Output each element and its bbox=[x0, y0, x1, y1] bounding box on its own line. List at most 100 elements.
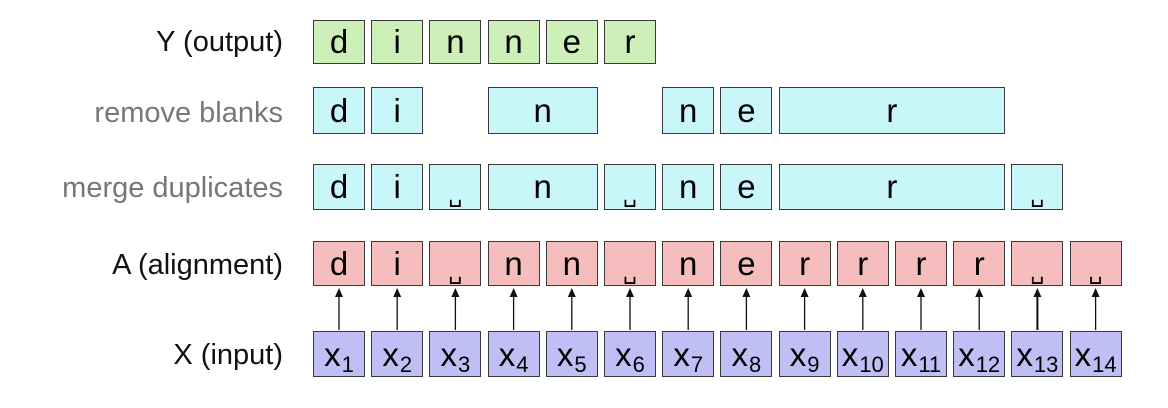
alignment-box: n bbox=[545, 241, 598, 286]
alignment-box: r bbox=[836, 241, 889, 286]
remove-blanks-box: d bbox=[313, 87, 365, 134]
box-letter: n bbox=[679, 168, 698, 205]
input-box: x9 bbox=[778, 331, 831, 377]
alignment-arrow-head bbox=[393, 288, 402, 297]
merge-duplicates-box: ␣ bbox=[429, 164, 482, 210]
input-box: x10 bbox=[836, 331, 889, 377]
merge-duplicates-box: ␣ bbox=[604, 164, 656, 210]
alignment-box: ␣ bbox=[1069, 241, 1122, 286]
alignment-box: d bbox=[313, 241, 365, 286]
remove-blanks-box: n bbox=[662, 87, 715, 134]
input-subscript: 13 bbox=[1033, 351, 1059, 377]
merge-duplicates-box: n bbox=[487, 164, 598, 210]
remove-blanks-box: n bbox=[487, 87, 598, 134]
input-box: x13 bbox=[1011, 331, 1064, 377]
merge-duplicates-box: e bbox=[720, 164, 773, 210]
input-symbol: x14 bbox=[1074, 335, 1117, 377]
box-letter: n bbox=[679, 91, 698, 129]
box-letter: r bbox=[857, 244, 869, 282]
input-symbol: x12 bbox=[958, 335, 1001, 377]
box-letter: r bbox=[915, 244, 927, 282]
input-symbol: x2 bbox=[382, 335, 413, 377]
box-letter: e bbox=[737, 91, 756, 129]
blank-symbol: ␣ bbox=[448, 258, 463, 284]
remove-blanks-row-label: remove blanks bbox=[94, 97, 283, 129]
alignment-box: n bbox=[662, 241, 715, 286]
output-box: e bbox=[545, 20, 598, 64]
input-row-label: X (input) bbox=[173, 339, 283, 371]
input-symbol: x4 bbox=[498, 335, 529, 377]
input-symbol: x9 bbox=[789, 335, 820, 377]
alignment-box: r bbox=[953, 241, 1006, 286]
box-letter: i bbox=[393, 244, 401, 282]
merge-duplicates-row-label: merge duplicates bbox=[62, 172, 283, 204]
box-letter: r bbox=[886, 168, 898, 205]
input-subscript: 8 bbox=[749, 351, 762, 377]
output-box: d bbox=[313, 20, 365, 64]
input-box: x2 bbox=[371, 331, 424, 377]
alignment-box: i bbox=[371, 241, 424, 286]
input-symbol: x10 bbox=[841, 335, 884, 377]
input-symbol: x5 bbox=[556, 335, 587, 377]
box-letter: i bbox=[393, 91, 401, 129]
input-subscript: 5 bbox=[574, 351, 587, 377]
output-row-label: Y (output) bbox=[156, 26, 283, 58]
input-box: x11 bbox=[895, 331, 947, 377]
box-letter: r bbox=[624, 23, 636, 60]
box-letter: r bbox=[799, 244, 811, 282]
alignment-arrow-head bbox=[1091, 288, 1100, 297]
input-symbol: x11 bbox=[900, 335, 942, 377]
merge-duplicates-box: r bbox=[778, 164, 1006, 210]
input-subscript: 6 bbox=[632, 351, 645, 377]
input-box: x5 bbox=[545, 331, 598, 377]
input-symbol: x1 bbox=[324, 335, 354, 377]
alignment-box: ␣ bbox=[429, 241, 482, 286]
alignment-box: r bbox=[895, 241, 947, 286]
alignment-box: ␣ bbox=[1011, 241, 1064, 286]
box-letter: r bbox=[886, 91, 898, 129]
merge-duplicates-box: i bbox=[371, 164, 424, 210]
input-subscript: 7 bbox=[690, 351, 704, 377]
alignment-box: e bbox=[720, 241, 773, 286]
box-letter: i bbox=[393, 168, 401, 205]
box-letter: r bbox=[973, 244, 985, 282]
alignment-arrow-head bbox=[858, 288, 867, 297]
alignment-arrow-head bbox=[742, 288, 751, 297]
blank-symbol: ␣ bbox=[623, 258, 637, 284]
alignment-arrow-head bbox=[800, 288, 809, 297]
input-symbol: x13 bbox=[1016, 335, 1059, 377]
box-letter: n bbox=[533, 168, 552, 205]
output-box: r bbox=[604, 20, 656, 64]
merge-duplicates-box: n bbox=[662, 164, 715, 210]
input-box: x8 bbox=[720, 331, 773, 377]
input-subscript: 14 bbox=[1092, 351, 1117, 377]
alignment-box: ␣ bbox=[604, 241, 656, 286]
alignment-arrow-head bbox=[451, 288, 460, 297]
box-letter: i bbox=[393, 23, 401, 60]
alignment-row-label: A (alignment) bbox=[112, 249, 283, 281]
input-symbol: x7 bbox=[673, 335, 704, 377]
output-box: i bbox=[371, 20, 424, 64]
box-letter: n bbox=[504, 244, 523, 282]
alignment-box: n bbox=[487, 241, 540, 286]
blank-symbol: ␣ bbox=[448, 182, 463, 207]
input-box: x14 bbox=[1069, 331, 1122, 377]
input-subscript: 10 bbox=[859, 351, 884, 377]
merge-duplicates-box: ␣ bbox=[1011, 164, 1064, 210]
blank-symbol: ␣ bbox=[1088, 258, 1103, 284]
input-subscript: 9 bbox=[807, 351, 820, 377]
input-symbol: x8 bbox=[731, 335, 762, 377]
blank-symbol: ␣ bbox=[1030, 258, 1045, 284]
alignment-arrow-head bbox=[1033, 288, 1042, 297]
alignment-arrow-head bbox=[975, 288, 984, 297]
remove-blanks-box: i bbox=[371, 87, 424, 134]
merge-duplicates-box: d bbox=[313, 164, 365, 210]
box-letter: n bbox=[504, 23, 523, 60]
box-letter: d bbox=[329, 168, 349, 205]
alignment-arrow-head bbox=[684, 288, 693, 297]
blank-symbol: ␣ bbox=[1030, 182, 1045, 207]
input-box: x3 bbox=[429, 331, 482, 377]
alignment-arrow-head bbox=[567, 288, 576, 297]
box-letter: e bbox=[737, 244, 756, 282]
box-letter: n bbox=[533, 91, 552, 129]
